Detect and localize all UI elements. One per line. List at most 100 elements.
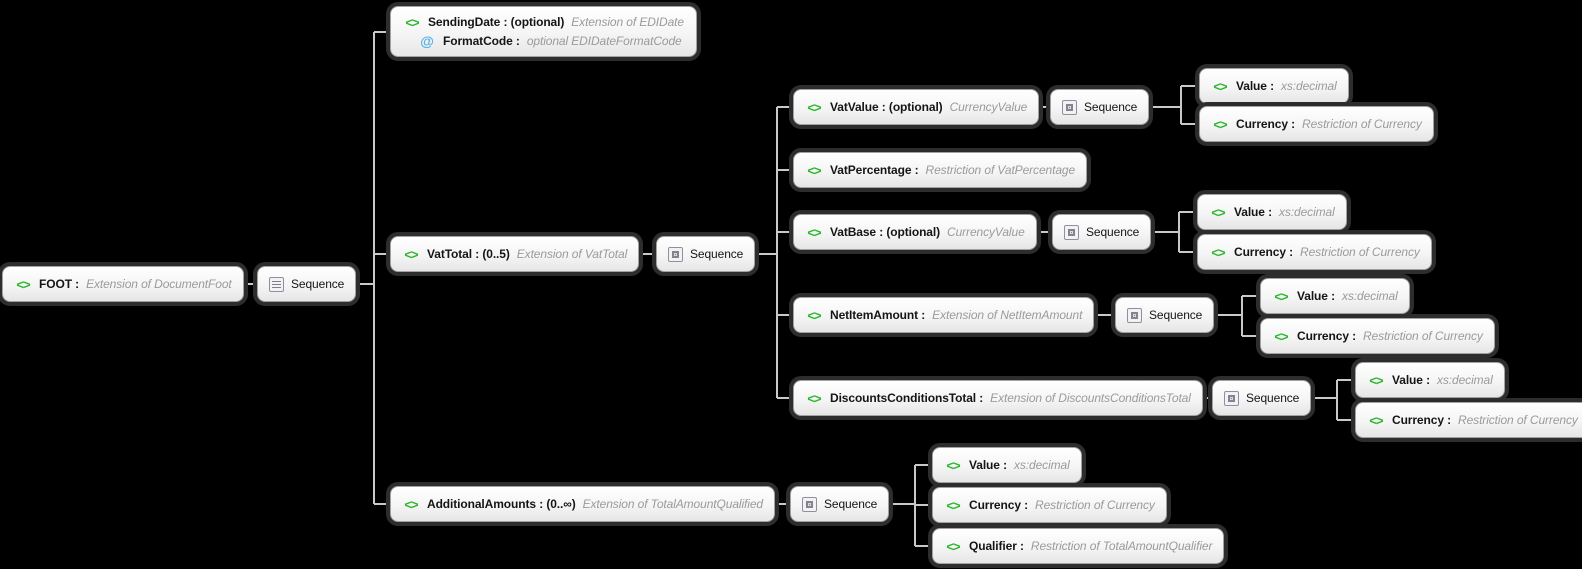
sequence-node-vat-value[interactable]: Sequence	[1050, 89, 1150, 125]
node-label: FOOT :	[39, 277, 80, 291]
node-additional-currency[interactable]: Currency : Restriction of Currency	[932, 487, 1167, 523]
node-type-label: xs:decimal	[1280, 79, 1337, 93]
node-vat-value[interactable]: VatValue : (optional) CurrencyValue	[793, 89, 1040, 125]
sequence-label: Sequence	[1086, 225, 1140, 239]
node-vat-base-currency[interactable]: Currency : Restriction of Currency	[1197, 234, 1432, 270]
node-label: NetItemAmount :	[830, 308, 926, 322]
element-icon	[1272, 329, 1290, 344]
node-label: Value :	[1234, 205, 1272, 219]
node-net-item-currency[interactable]: Currency : Restriction of Currency	[1260, 318, 1495, 354]
node-label: AdditionalAmounts : (0..∞)	[427, 497, 576, 511]
node-additional-amounts[interactable]: AdditionalAmounts : (0..∞) Extension of …	[390, 486, 775, 522]
node-vat-total[interactable]: VatTotal : (0..5) Extension of VatTotal	[390, 236, 640, 272]
node-foot[interactable]: FOOT : Extension of DocumentFoot	[2, 266, 244, 302]
node-label: Qualifier :	[969, 539, 1024, 553]
node-sending-date[interactable]: SendingDate : (optional) Extension of ED…	[390, 6, 697, 57]
element-icon	[14, 277, 32, 292]
sequence-label: Sequence	[1246, 391, 1300, 405]
element-icon	[944, 539, 962, 554]
node-type-label: Extension of EDIDate	[571, 15, 684, 29]
node-label: Currency :	[1236, 117, 1296, 131]
node-vat-value-value[interactable]: Value : xs:decimal	[1199, 68, 1349, 104]
element-icon	[1209, 245, 1227, 260]
node-label: Currency :	[969, 498, 1029, 512]
element-row: SendingDate : (optional) Extension of ED…	[403, 15, 684, 30]
attribute-type-label: optional EDIDateFormatCode	[526, 33, 682, 48]
element-icon	[944, 458, 962, 473]
element-icon	[944, 498, 962, 513]
sequence-label: Sequence	[1084, 100, 1138, 114]
node-net-item-value[interactable]: Value : xs:decimal	[1260, 278, 1410, 314]
element-icon	[403, 15, 421, 30]
node-vat-percentage[interactable]: VatPercentage : Restriction of VatPercen…	[793, 152, 1088, 188]
element-icon	[805, 163, 823, 178]
node-label: Currency :	[1392, 413, 1452, 427]
sequence-icon	[1062, 99, 1077, 115]
sequence-node-net-item[interactable]: Sequence	[1115, 297, 1215, 333]
sequence-node-additional[interactable]: Sequence	[790, 486, 890, 522]
node-label: Currency :	[1234, 245, 1294, 259]
node-label: VatBase : (optional)	[830, 225, 941, 239]
node-label: Value :	[1297, 289, 1335, 303]
sequence-node-root[interactable]: Sequence	[257, 266, 357, 302]
sequence-node-vat-base[interactable]: Sequence	[1052, 214, 1152, 250]
element-icon	[805, 391, 823, 406]
node-label: DiscountsConditionsTotal :	[830, 391, 984, 405]
node-label: Value :	[969, 458, 1007, 472]
node-label: Value :	[1392, 373, 1430, 387]
sequence-label: Sequence	[1149, 308, 1203, 322]
element-icon	[805, 100, 823, 115]
node-vat-value-currency[interactable]: Currency : Restriction of Currency	[1199, 106, 1434, 142]
node-net-item-amount[interactable]: NetItemAmount : Extension of NetItemAmou…	[793, 297, 1095, 333]
node-label: Currency :	[1297, 329, 1357, 343]
node-type-label: Restriction of Currency	[1363, 329, 1483, 343]
node-discounts-currency[interactable]: Currency : Restriction of Currency	[1355, 402, 1582, 438]
element-icon	[402, 247, 420, 262]
node-type-label: Restriction of TotalAmountQualifier	[1030, 539, 1213, 553]
node-label: Value :	[1236, 79, 1274, 93]
element-icon	[805, 308, 823, 323]
attribute-icon	[418, 33, 436, 49]
element-icon	[1211, 79, 1229, 94]
node-label: SendingDate : (optional)	[428, 15, 565, 29]
node-label: VatValue : (optional)	[830, 100, 943, 114]
node-discounts-conditions-total[interactable]: DiscountsConditionsTotal : Extension of …	[793, 380, 1203, 416]
sequence-node-vat-total[interactable]: Sequence	[656, 236, 756, 272]
element-icon	[402, 497, 420, 512]
node-vat-base-value[interactable]: Value : xs:decimal	[1197, 194, 1347, 230]
node-type-label: xs:decimal	[1278, 205, 1335, 219]
node-type-label: xs:decimal	[1013, 458, 1070, 472]
node-type-label: Extension of DocumentFoot	[86, 277, 232, 291]
sequence-node-discounts[interactable]: Sequence	[1212, 380, 1312, 416]
attribute-label: FormatCode :	[443, 33, 520, 48]
sequence-label: Sequence	[690, 247, 744, 261]
sequence-icon	[1064, 224, 1079, 240]
node-type-label: Restriction of Currency	[1458, 413, 1578, 427]
node-type-label: xs:decimal	[1436, 373, 1493, 387]
node-type-label: Extension of TotalAmountQualified	[582, 497, 763, 511]
sequence-icon	[802, 496, 817, 512]
node-type-label: CurrencyValue	[949, 100, 1028, 114]
node-additional-value[interactable]: Value : xs:decimal	[932, 447, 1082, 483]
node-type-label: Restriction of Currency	[1035, 498, 1155, 512]
sequence-icon	[1224, 390, 1239, 406]
element-icon	[1272, 289, 1290, 304]
element-icon	[1211, 117, 1229, 132]
attribute-row: FormatCode : optional EDIDateFormatCode	[418, 33, 682, 49]
node-discounts-value[interactable]: Value : xs:decimal	[1355, 362, 1505, 398]
node-label: VatPercentage :	[830, 163, 919, 177]
node-vat-base[interactable]: VatBase : (optional) CurrencyValue	[793, 214, 1037, 250]
node-type-label: Restriction of Currency	[1300, 245, 1420, 259]
node-additional-qualifier[interactable]: Qualifier : Restriction of TotalAmountQu…	[932, 528, 1225, 564]
sequence-label: Sequence	[824, 497, 878, 511]
element-icon	[805, 225, 823, 240]
node-label: VatTotal : (0..5)	[427, 247, 510, 261]
node-type-label: Restriction of VatPercentage	[925, 163, 1076, 177]
sequence-icon	[269, 276, 284, 292]
node-type-label: CurrencyValue	[947, 225, 1025, 239]
sequence-label: Sequence	[291, 277, 345, 291]
node-type-label: Extension of DiscountsConditionsTotal	[990, 391, 1191, 405]
element-icon	[1367, 373, 1385, 388]
element-icon	[1367, 413, 1385, 428]
